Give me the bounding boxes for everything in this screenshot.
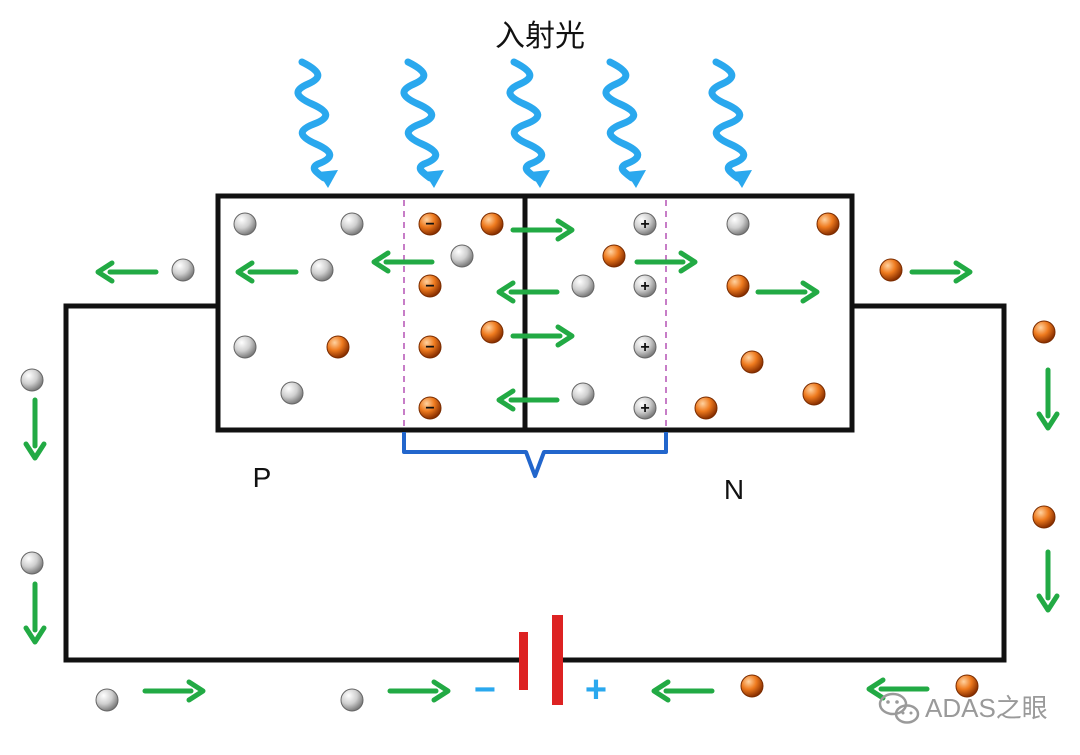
pn-junction-block <box>215 193 855 433</box>
hole-carrier <box>95 688 119 712</box>
electron-carrier <box>802 382 826 406</box>
wire-right <box>560 303 1007 663</box>
electron-carrier <box>694 396 718 420</box>
electron-carrier <box>816 212 840 236</box>
hole-carrier <box>450 244 474 268</box>
positive-ion-sign: + <box>640 400 649 417</box>
negative-ion: − <box>418 274 442 298</box>
negative-ion: − <box>418 335 442 359</box>
electron-carrier <box>1032 320 1056 344</box>
hole-carrier <box>310 258 334 282</box>
hole-carrier <box>571 382 595 406</box>
hole-carrier <box>340 212 364 236</box>
hole-carrier <box>20 368 44 392</box>
electron-carrier <box>740 674 764 698</box>
hole-carrier <box>171 258 195 282</box>
battery-positive-plate <box>552 615 563 705</box>
light-ray <box>400 58 444 188</box>
depletion-region-brace <box>402 432 668 478</box>
electron-carrier <box>1032 505 1056 529</box>
flow-arrow <box>142 679 206 703</box>
hole-carrier <box>340 688 364 712</box>
positive-ion: + <box>633 274 657 298</box>
flow-arrow <box>909 260 973 284</box>
positive-ion: + <box>633 335 657 359</box>
flow-arrow <box>95 260 159 284</box>
hole-carrier <box>280 381 304 405</box>
flow-arrow <box>23 397 47 461</box>
electron-carrier <box>480 320 504 344</box>
diagram-title: 入射光 <box>495 19 585 54</box>
electron-carrier <box>879 258 903 282</box>
battery-plus-label: + <box>585 669 607 711</box>
flow-arrow <box>235 260 299 284</box>
carrier-flow-arrows <box>23 218 1060 703</box>
n-region-label: N <box>724 474 744 505</box>
incident-light-rays <box>294 58 752 188</box>
hole-carrier <box>233 335 257 359</box>
watermark-text: ADAS之眼 <box>925 693 1048 723</box>
hole-carrier <box>20 551 44 575</box>
negative-ion: − <box>418 396 442 420</box>
hole-carrier <box>726 212 750 236</box>
negative-ion-sign: − <box>425 339 434 356</box>
flow-arrow <box>371 250 435 274</box>
negative-ion: − <box>418 212 442 236</box>
flow-arrow <box>510 324 575 348</box>
flow-arrow <box>866 677 930 701</box>
wire-left <box>63 303 520 663</box>
flow-arrow <box>634 250 698 274</box>
carriers <box>20 212 1056 712</box>
negative-ion-sign: − <box>425 216 434 233</box>
flow-arrow <box>496 280 560 304</box>
flow-arrow <box>387 679 451 703</box>
positive-ion-sign: + <box>640 339 649 356</box>
external-circuit <box>63 303 1007 663</box>
watermark: ADAS之眼 <box>878 692 1048 724</box>
hole-carrier <box>233 212 257 236</box>
negative-ion-sign: − <box>425 400 434 417</box>
battery-minus-label: − <box>474 669 496 711</box>
p-region-label: P <box>253 462 272 493</box>
positive-ion-sign: + <box>640 278 649 295</box>
electron-carrier <box>326 335 350 359</box>
electron-carrier <box>726 274 750 298</box>
electron-carrier <box>480 212 504 236</box>
light-ray <box>602 58 646 188</box>
fixed-ions: − − − − + + + + <box>418 212 657 420</box>
semiconductor-body <box>215 193 855 433</box>
flow-arrow <box>755 280 820 304</box>
light-ray <box>294 58 338 188</box>
light-ray <box>506 58 550 188</box>
positive-ion: + <box>633 396 657 420</box>
wechat-icon <box>878 692 920 724</box>
hole-carrier <box>571 274 595 298</box>
flow-arrow <box>510 218 575 242</box>
electron-carrier <box>602 244 626 268</box>
battery-negative-plate <box>519 632 528 690</box>
flow-arrow <box>1036 367 1060 431</box>
light-ray <box>708 58 752 188</box>
positive-ion: + <box>633 212 657 236</box>
flow-arrow <box>651 679 715 703</box>
battery: − + <box>474 615 607 711</box>
flow-arrow <box>23 581 47 645</box>
electron-carrier <box>740 350 764 374</box>
positive-ion-sign: + <box>640 216 649 233</box>
electron-carrier <box>955 674 979 698</box>
flow-arrow <box>1036 549 1060 613</box>
negative-ion-sign: − <box>425 278 434 295</box>
flow-arrow <box>496 388 560 412</box>
